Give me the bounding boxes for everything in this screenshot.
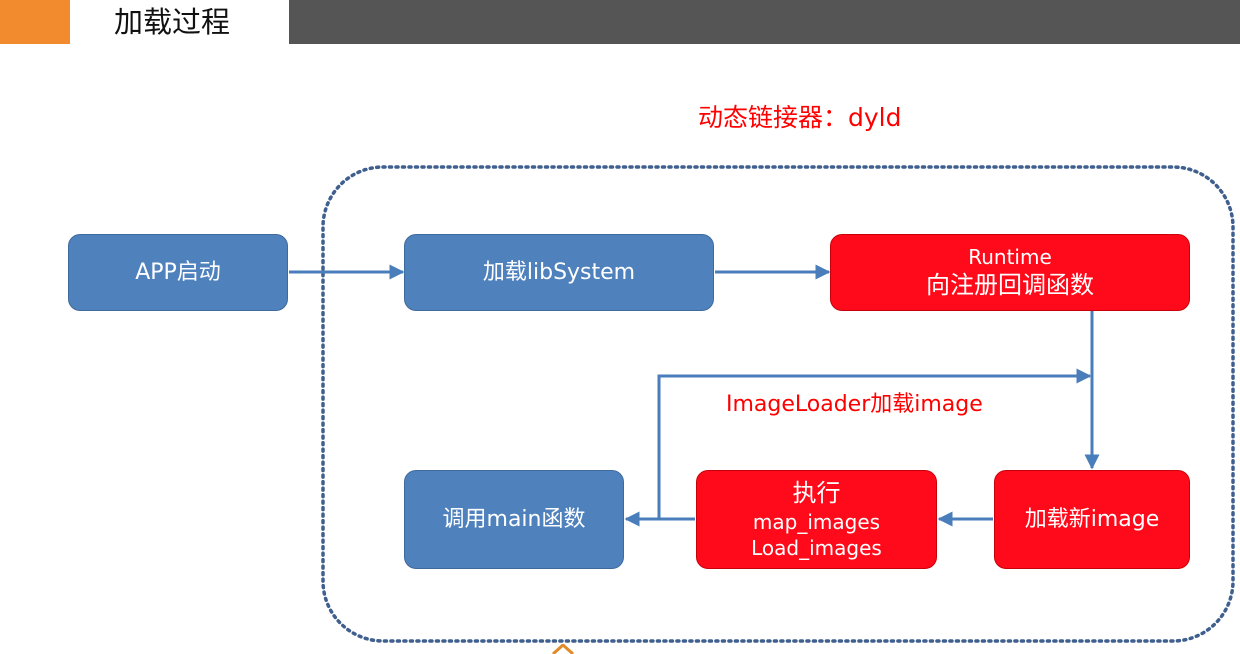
node-call-main-label: 调用main函数 (442, 506, 586, 532)
imageloader-loop-label: ImageLoader加载image (726, 392, 983, 417)
node-runtime-line1: Runtime (968, 245, 1052, 269)
header-title-area (70, 0, 289, 44)
dyld-container-border (321, 165, 1235, 643)
node-app-start: APP启动 (68, 234, 288, 311)
node-execute-line1: map_images (752, 510, 881, 534)
node-load-new-image-label: 加载新image (1024, 506, 1160, 532)
bottom-logo-icon (551, 644, 575, 654)
node-execute-line2: Load_images (751, 536, 882, 560)
header-dark-bar (289, 0, 1240, 44)
node-runtime-line2: 向注册回调函数 (926, 271, 1094, 299)
header-accent-block (0, 0, 70, 44)
node-load-new-image: 加载新image (994, 470, 1190, 569)
node-runtime-register: Runtime 向注册回调函数 (830, 234, 1190, 311)
node-call-main: 调用main函数 (404, 470, 624, 569)
node-execute-title: 执行 (792, 479, 841, 507)
node-load-libsystem-label: 加载libSystem (482, 259, 636, 285)
node-execute: 执行 map_images Load_images (696, 470, 937, 569)
page-title: 加载过程 (114, 5, 231, 39)
node-load-libsystem: 加载libSystem (404, 234, 714, 311)
node-app-start-label: APP启动 (135, 259, 221, 285)
dyld-container-label: 动态链接器：dyld (698, 103, 902, 132)
edge-imageloader-loop (657, 368, 1092, 519)
